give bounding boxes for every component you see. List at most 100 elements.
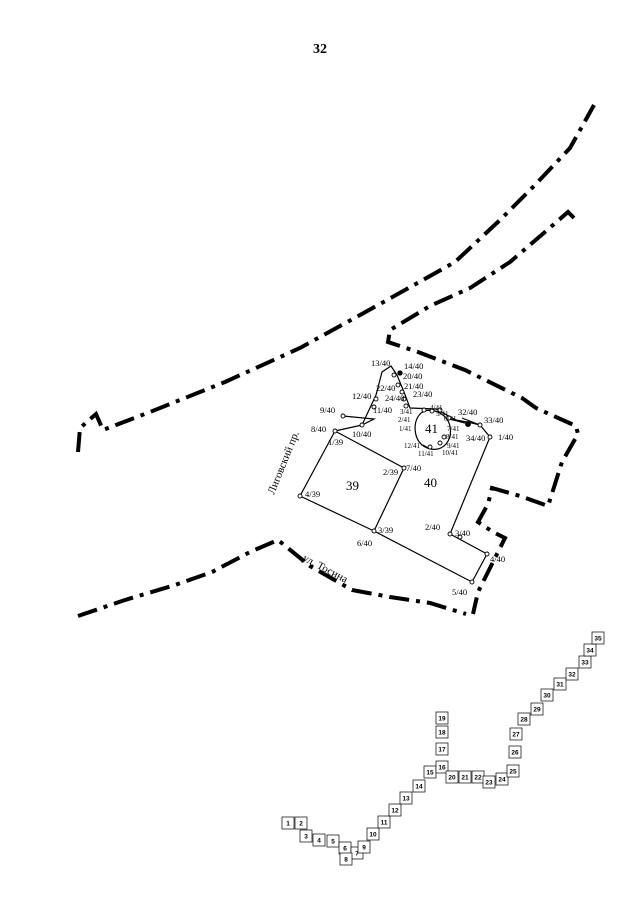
index-sheet [506,764,520,778]
point-label: 22/40 [376,383,395,393]
point-label: 24/40 [385,393,404,403]
point-label: 34/40 [466,433,485,443]
index-sheet-label: 4 [317,837,321,844]
index-sheet-label: 16 [438,764,446,771]
index-sheet [458,770,472,784]
index-sheet [326,834,340,848]
index-sheet [357,840,371,854]
index-sheet-label: 5 [331,838,335,845]
index-sheet [435,742,449,756]
point-label: 2/39 [383,467,398,477]
index-sheet [339,852,353,866]
index-sheet-label: 14 [415,783,423,790]
point-label: 11/40 [373,405,392,415]
index-sheet [565,667,579,681]
index-sheet [399,791,413,805]
index-sheet-label: 2 [299,820,303,827]
index-sheet-label: 17 [438,746,446,753]
point-label: 3/41 [400,408,413,416]
index-sheet-label: 25 [509,768,517,775]
index-sheet [553,677,567,691]
index-sheet-label: 29 [533,706,541,713]
index-sheet-label: 10 [369,831,377,838]
point-label: 9/41 [447,442,460,450]
point-label: 23/40 [413,389,432,399]
point-label: 2/41 [398,416,411,424]
index-sheet [517,712,531,726]
index-sheet-label: 6 [343,845,347,852]
index-sheet [388,803,402,817]
plot-41-outline [414,409,452,450]
point-label: 33/40 [484,415,503,425]
index-sheet-label: 26 [511,749,519,756]
index-sheet [412,779,426,793]
lower-boundary-line [77,537,467,618]
index-sheet-label: 20 [448,774,456,781]
point-label: 5/40 [452,587,467,597]
upper-boundary-line [76,104,596,453]
index-sheet-label: 21 [461,774,469,781]
point-label: 10/40 [352,429,371,439]
index-sheet [294,816,308,830]
index-sheet-label: 18 [438,729,446,736]
index-sheet [591,631,605,645]
index-sheet [366,827,380,841]
plot-40-outline [334,365,491,583]
index-sheet [299,829,313,843]
index-sheet-label: 35 [594,635,602,642]
point-label: 2/40 [425,522,440,532]
index-sheet-label: 30 [543,692,551,699]
plot-39-label: 39 [346,478,359,493]
point-label: 7/40 [406,463,421,473]
plot-41-label: 41 [425,421,438,436]
index-sheet-label: 22 [474,774,482,781]
index-sheet-label: 11 [381,819,388,826]
point-label: 11/41 [418,450,434,458]
index-sheet-label: 24 [498,776,506,783]
index-sheet-label: 34 [586,647,594,654]
index-sheet [495,772,509,786]
index-sheet [435,760,449,774]
index-sheet [530,702,544,716]
point-label: 12/40 [352,391,371,401]
survey-point-labels: 13/40 14/40 20/40 21/40 22/40 12/40 23/4… [305,358,513,597]
index-sheet-label: 33 [581,659,589,666]
page-number: 32 [313,42,327,57]
point-label: 8/41 [446,433,459,441]
index-sheet-label: 1 [286,820,290,827]
street-label-ligovsky: Лиговский пр. [266,429,302,496]
point-label: 21/40 [404,381,423,391]
point-label: 1/39 [328,437,343,447]
index-sheet-label: 8 [344,856,348,863]
index-sheet-label: 31 [556,681,564,688]
point-label: 9/40 [320,405,335,415]
index-sheet-label: 9 [362,844,366,851]
index-sheet-label: 3 [304,833,308,840]
index-sheet-label: 32 [568,671,576,678]
point-label: 20/40 [403,371,422,381]
point-label: 1/40 [498,432,513,442]
point-label: 3/39 [378,525,393,535]
point-label: 6/40 [357,538,372,548]
point-label: 8/40 [311,424,326,434]
survey-points [297,370,493,585]
point-label: 32/40 [458,407,477,417]
index-sheet [583,643,597,657]
index-sheet-label: 7 [355,850,359,857]
index-sheet [509,727,523,741]
point-label: 6/41 [444,415,457,423]
index-sheet [312,833,326,847]
index-sheet [435,725,449,739]
index-sheet [482,775,496,789]
point-label: 7/41 [447,425,460,433]
plot-40-east-line [461,417,481,426]
index-sheet-label: 15 [426,769,434,776]
index-sheet [435,711,449,725]
index-sheet-label: 23 [485,779,493,786]
index-sheet [540,688,554,702]
point-label: 13/40 [371,358,390,368]
point-label: 4/40 [490,554,505,564]
index-sheet [281,816,295,830]
